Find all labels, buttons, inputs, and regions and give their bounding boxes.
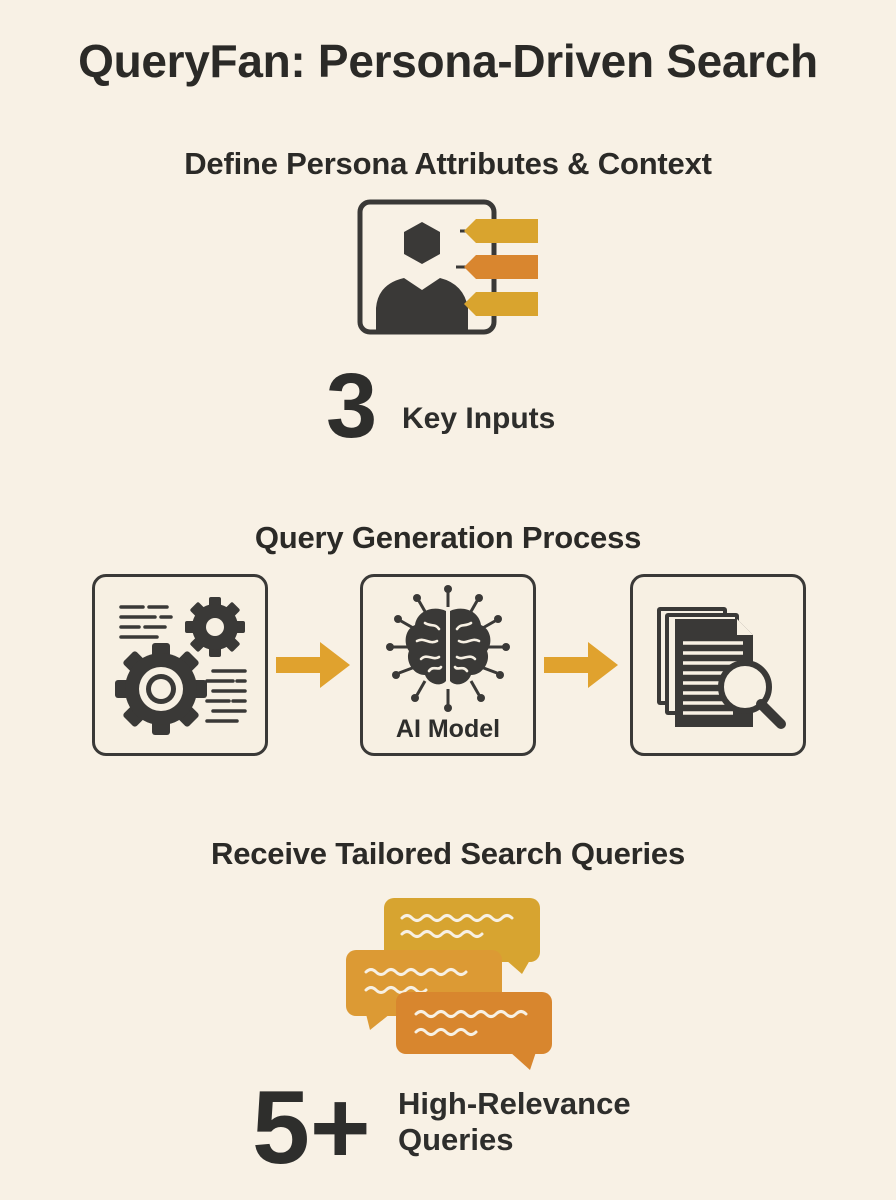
step2-heading: Query Generation Process (254, 520, 642, 555)
page-title: QueryFan: Persona-Driven Search (78, 35, 818, 87)
persona-profile-icon (356, 198, 546, 338)
speech-bubbles-icon (344, 894, 556, 1072)
right-arrow-icon (276, 640, 352, 690)
step3-stat-value: 5+ (252, 1070, 371, 1186)
step3-stat-label-line2: Queries (398, 1122, 514, 1157)
step3-heading: Receive Tailored Search Queries (211, 836, 685, 871)
step1-stat-label: Key Inputs (402, 402, 556, 435)
step3-stat-label-line1: High-Relevance (398, 1086, 631, 1121)
step1-heading: Define Persona Attributes & Context (184, 146, 712, 181)
gears-config-icon (92, 574, 268, 756)
documents-search-icon (630, 574, 806, 756)
step3-stat-label: High-Relevance Queries (398, 1086, 631, 1158)
ai-model-label: AI Model (395, 715, 501, 743)
step1-stat-value: 3 (326, 355, 378, 457)
right-arrow-icon (544, 640, 620, 690)
ai-brain-icon: AI Model (360, 574, 536, 756)
